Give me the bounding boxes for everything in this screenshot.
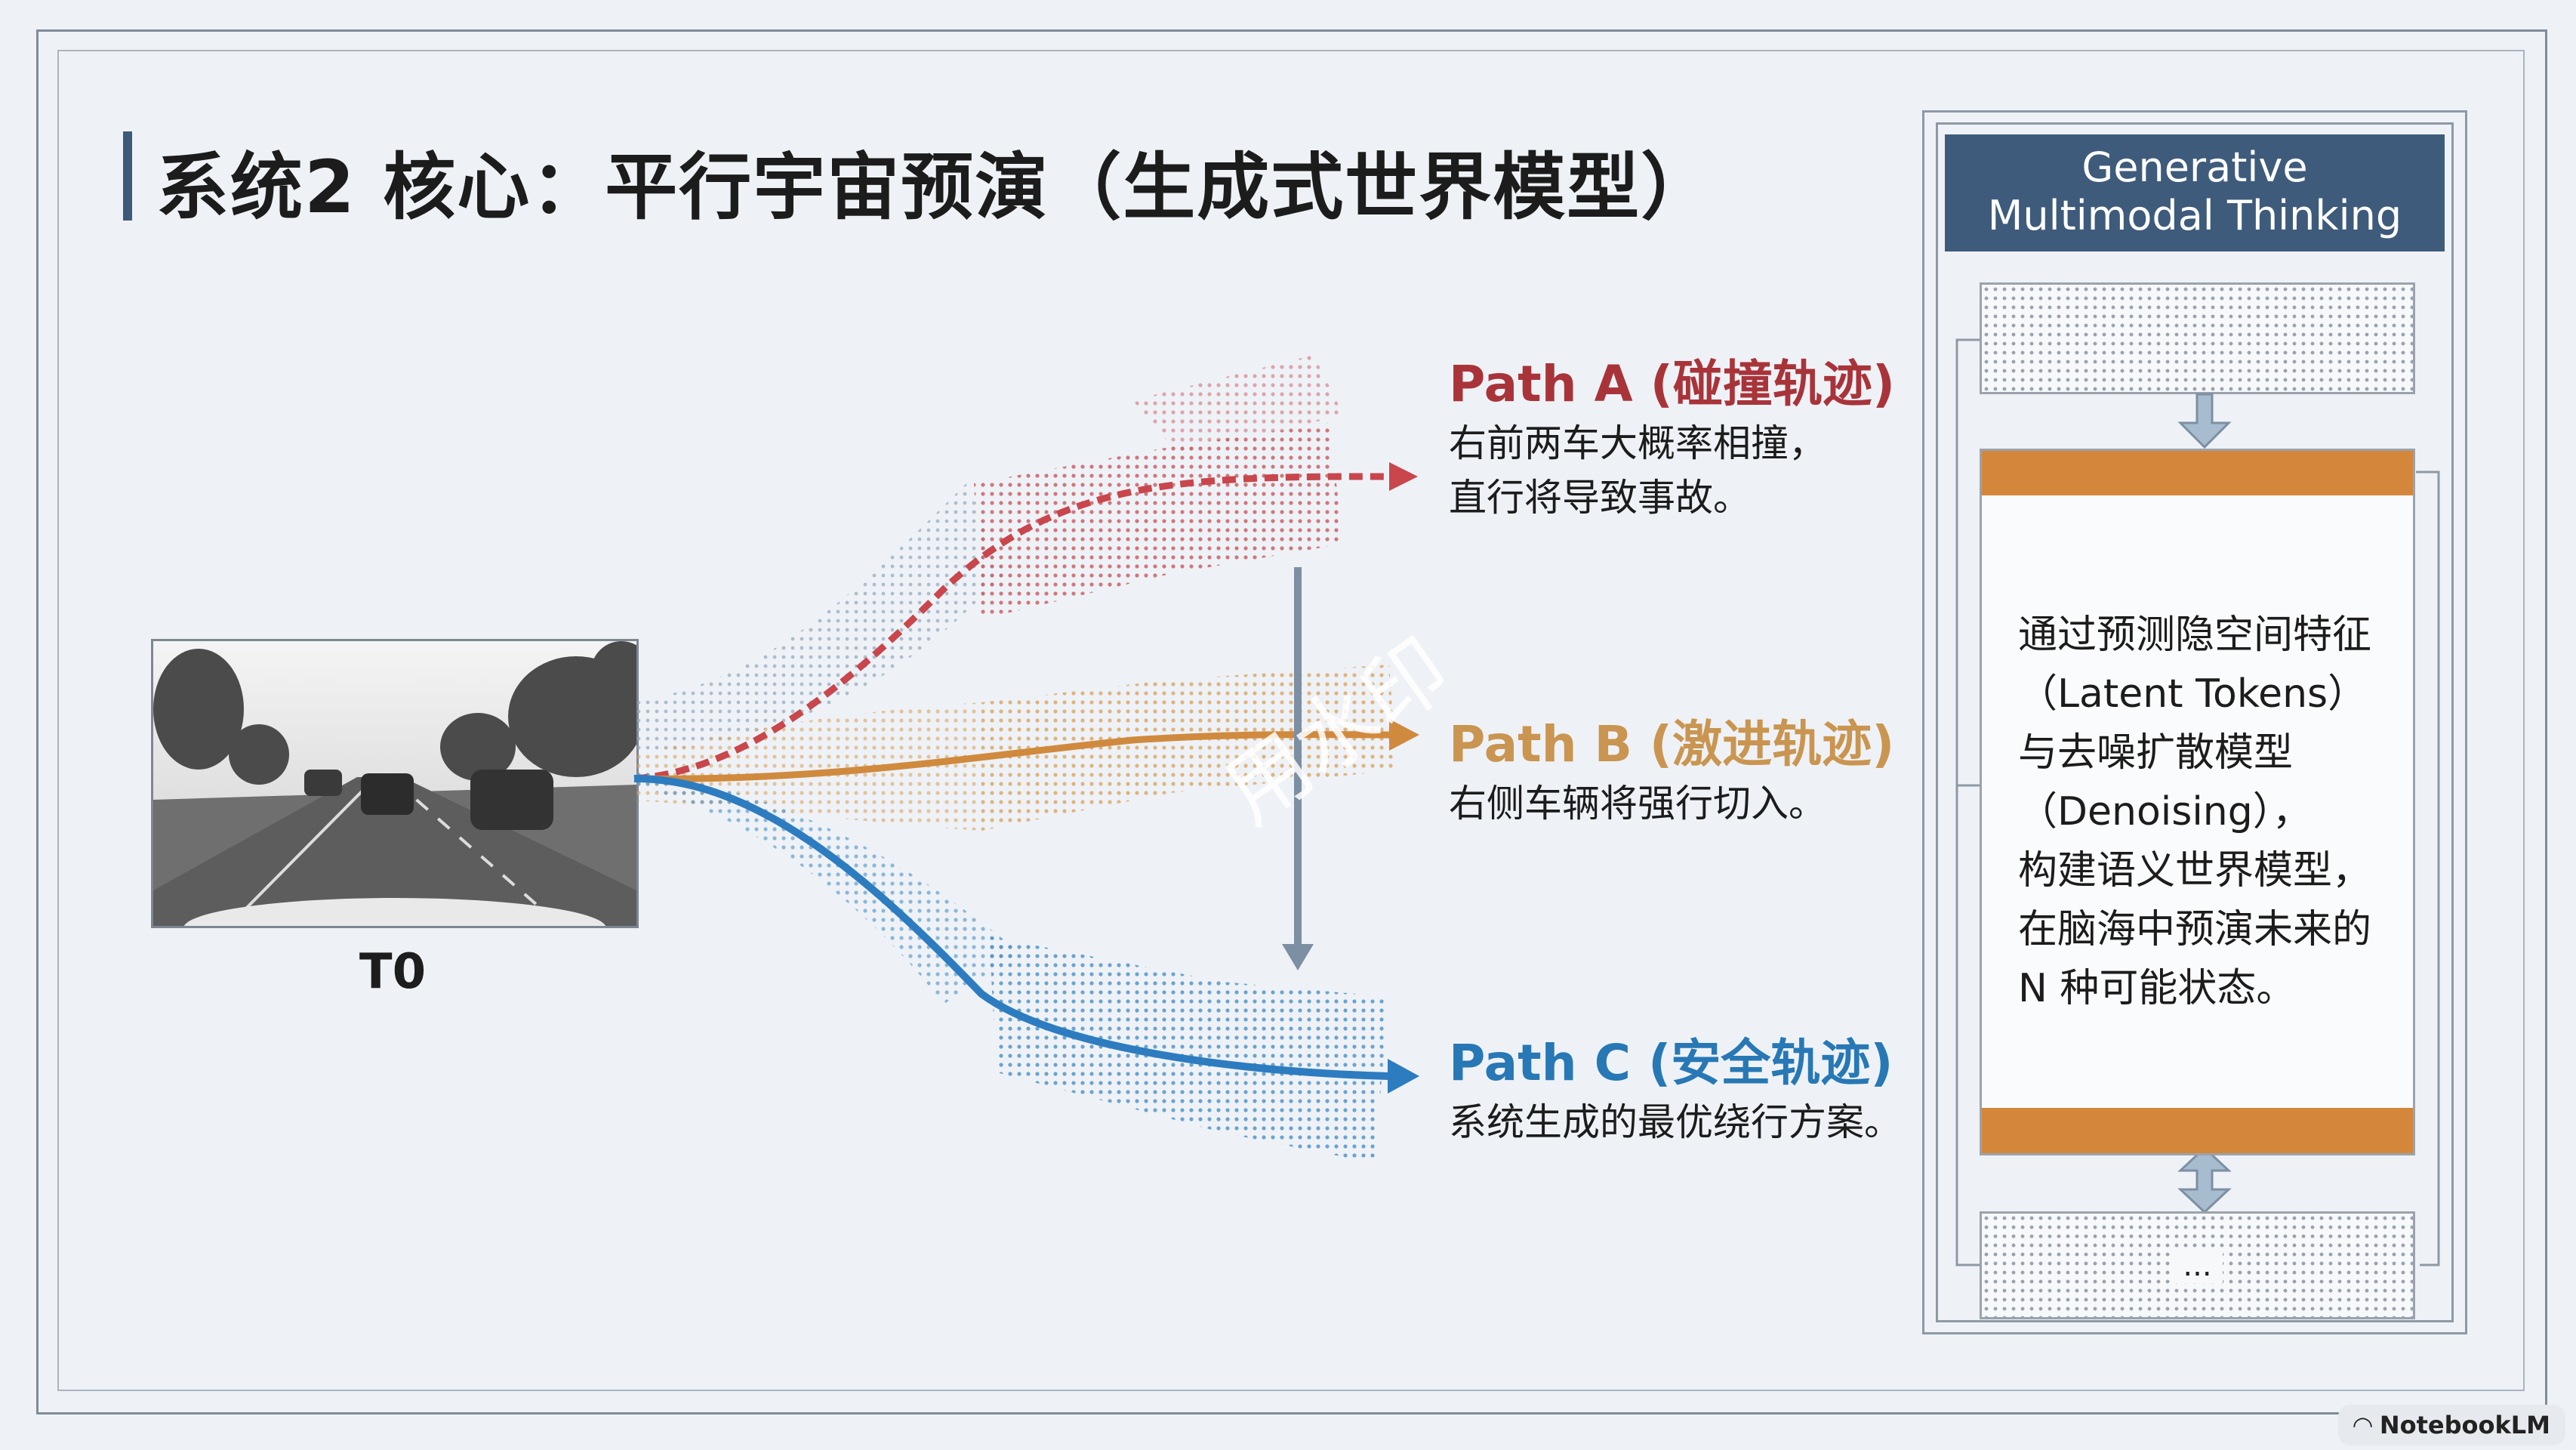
notebooklm-label: NotebookLM [2379,1411,2550,1439]
path-a-arrowhead [1389,462,1418,491]
body-line: 构建语义世界模型， [2018,848,2372,893]
feedback-loop-right [2416,470,2440,1266]
path-a-desc-line: 右前两车大概率相撞， [1449,421,1826,465]
panel-body-text: 通过预测隐空间特征 （Latent Tokens） 与去噪扩散模型 （Denoi… [2018,606,2371,1018]
body-line: N 种可能状态。 [2018,966,2296,1011]
panel-header-line: Multimodal Thinking [1987,192,2402,239]
body-line: 在脑海中预演未来的 [2018,907,2372,952]
path-a-label: Path A (碰撞轨迹) 右前两车大概率相撞， 直行将导致事故。 [1449,344,1895,525]
orange-band-bottom [1982,1108,2413,1153]
orange-band-top [1982,451,2413,495]
car-point-cloud-a [974,423,1344,619]
car-point-cloud-b [981,665,1397,831]
path-b-label: Path B (激进轨迹) 右侧车辆将强行切入。 [1449,704,1894,831]
path-c-desc-line: 系统生成的最优绕行方案。 [1449,1100,1902,1144]
body-line: 与去噪扩散模型 [2018,730,2294,776]
car-point-cloud-c [989,936,1389,1163]
path-c-label: Path C (安全轨迹) 系统生成的最优绕行方案。 [1449,1023,1902,1149]
point-cloud-fan [634,770,1019,1004]
ellipsis: ... [2172,1248,2223,1283]
page-title: 系统2 核心：平行宇宙预演（生成式世界模型） [156,145,1715,230]
latent-world-model-block: 通过预测隐空间特征 （Latent Tokens） 与去噪扩散模型 （Denoi… [1980,449,2415,1155]
path-a-title: Path A (碰撞轨迹) [1449,355,1896,413]
double-arrow-icon [2177,1146,2232,1214]
path-b-line [633,731,1390,782]
model-panel-inner [1936,122,2454,1322]
path-a-desc-line: 直行将导致事故。 [1449,476,1751,520]
body-line: （Denoising）， [2018,789,2312,835]
path-c-arrowhead [1388,1059,1419,1094]
vertical-arrow-head [1282,944,1314,970]
feedback-loop-left [1955,338,1980,1266]
path-b-arrowhead [1389,719,1419,751]
path-b-title: Path B (激进轨迹) [1449,715,1895,773]
output-token-block: ... [1980,1211,2415,1319]
notebooklm-badge: ◠ NotebookLM [2338,1405,2565,1445]
panel-header: Generative Multimodal Thinking [1945,134,2445,251]
body-line: （Latent Tokens） [2018,671,2368,717]
body-line: 通过预测隐空间特征 [2018,612,2372,658]
title-accent-bar [123,131,132,221]
path-c-line [633,774,1390,1080]
inner-frame [57,50,2525,1391]
input-frame-label: T0 [359,944,427,1000]
outer-frame [36,29,2547,1415]
panel-header-line: Generative [2081,143,2308,191]
panel-connectors [1955,338,2440,1266]
point-cloud-fan [634,483,1004,755]
model-panel-outer [1922,110,2467,1334]
car-point-cloud-a2 [1132,355,1344,453]
path-b-desc-line: 右侧车辆将强行切入。 [1449,782,1826,825]
camera-frame-photo [151,639,639,928]
down-arrow-icon [2177,393,2232,449]
notebooklm-logo-icon: ◠ [2353,1411,2372,1439]
input-token-block [1980,282,2415,394]
path-c-title: Path C (安全轨迹) [1449,1034,1893,1092]
